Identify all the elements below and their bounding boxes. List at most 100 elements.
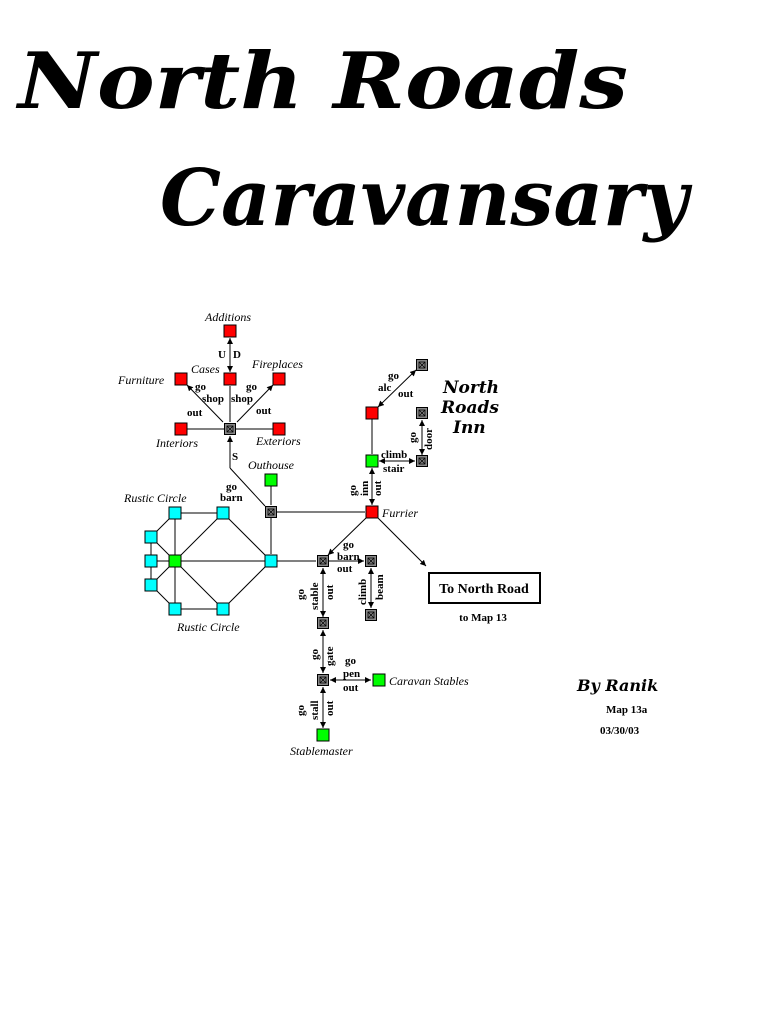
label-additions: Additions bbox=[204, 310, 251, 324]
room-inn-common[interactable] bbox=[365, 406, 379, 420]
credit-date: 03/30/03 bbox=[600, 725, 640, 737]
room-cases[interactable] bbox=[223, 372, 237, 386]
dir-stall-out: out bbox=[324, 700, 336, 716]
room-inn-door-room[interactable] bbox=[416, 407, 428, 419]
room-shop-hub[interactable] bbox=[224, 423, 236, 435]
label-interiors: Interiors bbox=[155, 436, 198, 450]
room-rustic-circle-nw[interactable] bbox=[168, 506, 182, 520]
dir-gate-gate: gate bbox=[324, 646, 336, 666]
dir-stable-go: go bbox=[295, 589, 307, 601]
label-rustic-circle-bottom: Rustic Circle bbox=[176, 620, 240, 634]
link-alcove bbox=[377, 369, 417, 408]
link-furrier-barn2 bbox=[327, 517, 367, 556]
dir-stall-go: go bbox=[295, 705, 307, 717]
room-loft[interactable] bbox=[365, 555, 377, 567]
room-rustic-circle-center[interactable] bbox=[168, 554, 182, 568]
dir-alc-alc: alc bbox=[378, 382, 392, 394]
credit-map-id: Map 13a bbox=[606, 704, 648, 716]
dir-barn2-barn: barn bbox=[337, 551, 360, 563]
dir-out-right: out bbox=[256, 405, 272, 417]
exit-box-label: To North Road bbox=[439, 582, 529, 597]
circle-se bbox=[222, 560, 272, 610]
room-rustic-circle-sw[interactable] bbox=[168, 602, 182, 616]
link-south-barn bbox=[229, 467, 266, 507]
link-furrier-exit bbox=[377, 517, 427, 567]
room-barn-yard[interactable] bbox=[265, 506, 277, 518]
room-beam[interactable] bbox=[365, 609, 377, 621]
exit-box-sublabel: to Map 13 bbox=[459, 612, 507, 624]
room-rustic-circle-w3[interactable] bbox=[144, 578, 158, 592]
dir-shop-left: shop bbox=[202, 393, 224, 405]
connections bbox=[150, 338, 427, 728]
dir-door-go: go bbox=[407, 432, 419, 444]
dir-door-door: door bbox=[423, 428, 435, 450]
credit-author: By Ranik bbox=[576, 676, 658, 695]
map-title-line1: North Roads bbox=[15, 36, 628, 127]
dir-out-left: out bbox=[187, 407, 203, 419]
room-rustic-circle-w2[interactable] bbox=[144, 554, 158, 568]
room-stable[interactable] bbox=[317, 617, 329, 629]
room-pen-yard[interactable] bbox=[317, 674, 329, 686]
room-stablemaster[interactable] bbox=[316, 728, 330, 742]
dir-barn2-out: out bbox=[337, 563, 353, 575]
dir-inn-out: out bbox=[372, 480, 384, 496]
link-fireplaces-hub bbox=[236, 384, 274, 423]
label-rustic-circle-top: Rustic Circle bbox=[123, 491, 187, 505]
label-fireplaces: Fireplaces bbox=[251, 357, 303, 371]
dir-alc-go: go bbox=[388, 370, 400, 382]
room-additions[interactable] bbox=[223, 324, 237, 338]
dir-beam: beam bbox=[374, 574, 386, 600]
label-outhouse: Outhouse bbox=[248, 458, 295, 472]
dir-climb: climb bbox=[381, 449, 407, 461]
dir-stable-stable: stable bbox=[309, 582, 321, 610]
dir-pen-pen: pen bbox=[343, 668, 360, 680]
room-exteriors[interactable] bbox=[272, 422, 286, 436]
dir-inn-inn: inn bbox=[359, 481, 371, 496]
room-rustic-circle-se[interactable] bbox=[216, 602, 230, 616]
dir-stable-out: out bbox=[324, 584, 336, 600]
dir-s: S bbox=[232, 451, 238, 463]
exit-to-north-road[interactable] bbox=[428, 572, 541, 604]
dir-stair: stair bbox=[383, 463, 405, 475]
room-furniture[interactable] bbox=[174, 372, 188, 386]
dir-gate-go: go bbox=[309, 649, 321, 661]
dir-inn-go: go bbox=[347, 485, 359, 497]
label-furniture: Furniture bbox=[117, 373, 165, 387]
room-furrier[interactable] bbox=[365, 505, 379, 519]
dir-barn-barn: barn bbox=[220, 492, 243, 504]
room-upstairs[interactable] bbox=[416, 455, 428, 467]
dir-pen-go: go bbox=[345, 655, 357, 667]
inn-title-line3: Inn bbox=[452, 418, 486, 438]
circle-diag-ne bbox=[174, 512, 224, 562]
room-rustic-circle-w1[interactable] bbox=[144, 530, 158, 544]
map-title-line2: Caravansary bbox=[160, 153, 693, 244]
dir-pen-out: out bbox=[343, 682, 359, 694]
dir-d: D bbox=[233, 349, 241, 361]
dir-u: U bbox=[218, 349, 226, 361]
dir-barn-go: go bbox=[226, 481, 238, 493]
room-rustic-circle-east[interactable] bbox=[264, 554, 278, 568]
room-inn-entry[interactable] bbox=[365, 454, 379, 468]
dir-alc-out: out bbox=[398, 388, 414, 400]
dir-go-left: go bbox=[195, 381, 207, 393]
room-fireplaces[interactable] bbox=[272, 372, 286, 386]
dir-barn2-go: go bbox=[343, 539, 355, 551]
label-furrier: Furrier bbox=[381, 506, 418, 520]
room-interiors[interactable] bbox=[174, 422, 188, 436]
label-exteriors: Exteriors bbox=[255, 434, 301, 448]
room-alcove[interactable] bbox=[416, 359, 428, 371]
room-barn[interactable] bbox=[317, 555, 329, 567]
label-stablemaster: Stablemaster bbox=[290, 744, 353, 758]
room-caravan-stables[interactable] bbox=[372, 673, 386, 687]
link-furniture-hub bbox=[186, 384, 224, 423]
dir-go-right: go bbox=[246, 381, 258, 393]
room-outhouse[interactable] bbox=[264, 473, 278, 487]
dir-climb2: climb bbox=[357, 579, 369, 605]
label-caravan-stables: Caravan Stables bbox=[389, 674, 469, 688]
inn-title-line1: North bbox=[442, 378, 499, 398]
dir-stall-stall: stall bbox=[309, 700, 321, 720]
inn-title-line2: Roads bbox=[440, 398, 499, 418]
room-rustic-circle-ne[interactable] bbox=[216, 506, 230, 520]
dir-shop-right: shop bbox=[231, 393, 253, 405]
